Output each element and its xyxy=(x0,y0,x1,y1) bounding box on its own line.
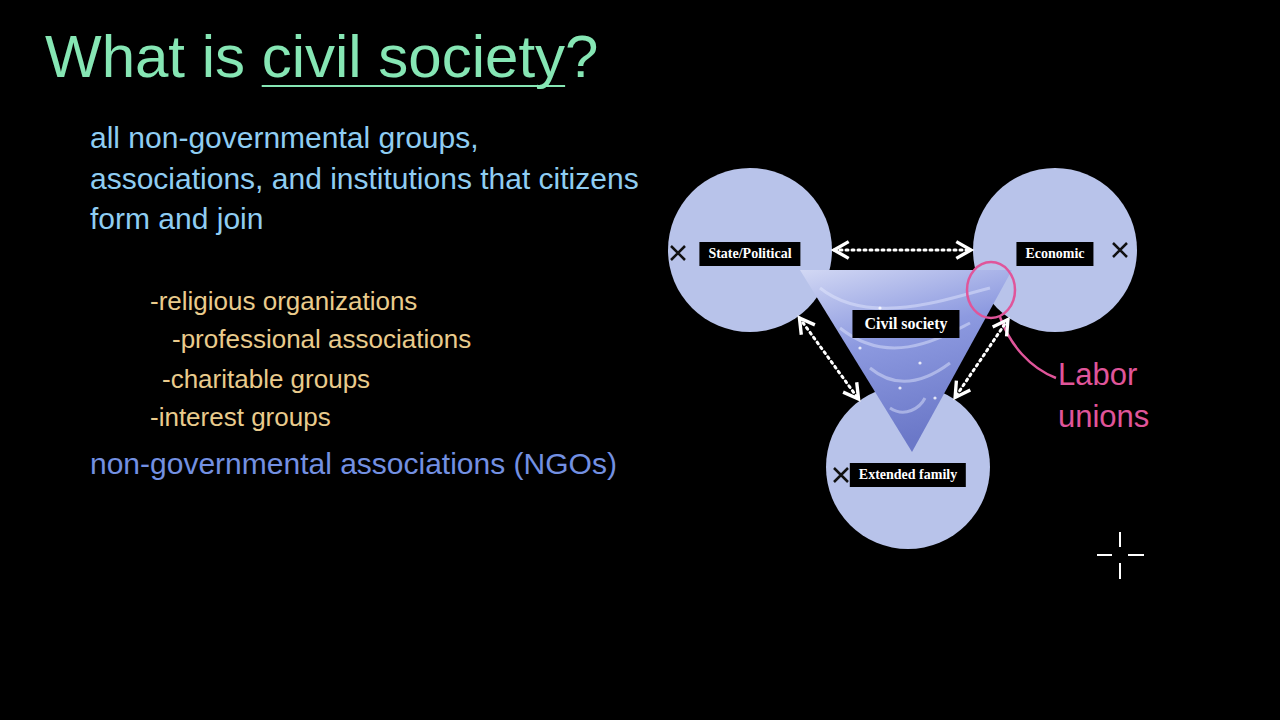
sector-circle: State/Political xyxy=(668,168,832,332)
page-title: What is civil society? xyxy=(45,22,598,91)
triangle-fill xyxy=(800,270,1012,452)
circle-fill xyxy=(973,168,1137,332)
circle-fill xyxy=(826,385,990,549)
callout-label: Labor unions xyxy=(1058,354,1178,438)
definition-text: all non-governmental groups, association… xyxy=(90,118,650,240)
node-label: Economic xyxy=(1016,242,1093,266)
list-item: -religious organizations xyxy=(150,284,610,319)
ngo-text: non-governmental associations (NGOs) xyxy=(90,444,790,485)
cursor-crosshair xyxy=(1097,532,1144,579)
node-outline xyxy=(800,268,1012,452)
sparkle-dot xyxy=(898,386,901,389)
dotted-arrow xyxy=(834,249,971,252)
sparkle-dot xyxy=(858,346,861,349)
list-item: -charitable groups xyxy=(162,362,622,397)
list-item: -professional associations xyxy=(172,322,632,357)
circle-fill xyxy=(668,168,832,332)
civil-society-triangle: Civil society xyxy=(800,268,1012,452)
list-item: -interest groups xyxy=(150,400,610,435)
crosshair-lines xyxy=(1097,532,1144,579)
sparkle-dot xyxy=(933,396,936,399)
triangle-swirl xyxy=(820,288,990,412)
sector-circle: Economic xyxy=(973,168,1137,332)
sparkle-dot xyxy=(918,361,921,364)
node-label: Civil society xyxy=(852,310,959,338)
node-label: Extended family xyxy=(850,463,966,487)
node-label: State/Political xyxy=(699,242,800,266)
